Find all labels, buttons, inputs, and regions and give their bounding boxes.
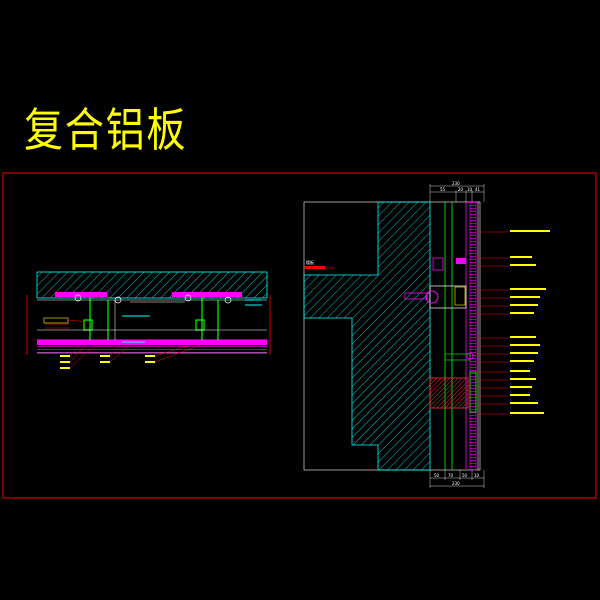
aluminum-panel-layer — [37, 340, 267, 345]
bottom-dimension-4: 10 — [474, 473, 480, 478]
top-dimension-2: 20 — [458, 187, 464, 192]
bottom-dimension-2: 70 — [448, 473, 454, 478]
steel-brackets — [83, 297, 219, 340]
annotation-leaders — [478, 231, 508, 415]
concrete-wall — [303, 201, 431, 471]
top-dimension-total: 230 — [452, 181, 460, 186]
cladding-panel — [469, 201, 477, 471]
embedded-plate-1 — [55, 292, 107, 297]
fire-insulation — [429, 377, 469, 409]
sheet-border — [2, 172, 597, 499]
top-dimension-3: 10 — [467, 187, 473, 192]
steel-bracket — [429, 285, 467, 309]
vertical-section-detail: 楼板 230 — [303, 181, 550, 488]
slab-tag: 楼板 — [306, 259, 314, 265]
bottom-dimension-total: 230 — [452, 481, 460, 486]
drawing-title: 复合铝板 — [24, 103, 188, 157]
top-dimension-line — [429, 184, 485, 202]
annotation-text-stubs — [510, 230, 550, 414]
bottom-dimension-3: 50 — [462, 473, 468, 478]
bottom-dimension-1: 50 — [434, 473, 440, 478]
horizontal-section-detail — [26, 271, 271, 369]
embedded-plate-2 — [172, 292, 242, 297]
bottom-dimension-line — [429, 470, 485, 488]
insulation-layer — [37, 345, 267, 353]
top-dimension-4: 41 — [475, 187, 481, 192]
top-dimension-1: 55 — [440, 187, 446, 192]
